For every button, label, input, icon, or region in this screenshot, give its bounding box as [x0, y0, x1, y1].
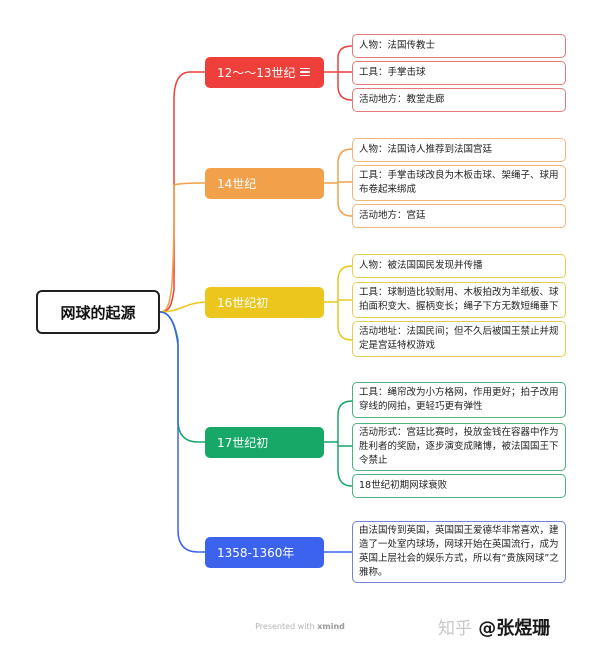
watermark-text: @张煜珊 — [478, 618, 551, 639]
leaf-yellow-person[interactable]: 人物：被法国国民发现并传播 — [352, 254, 566, 278]
leaf-green-activity[interactable]: 活动形式：宫廷比赛时，投放金钱在容器中作为胜利者的奖励，逐步演变成赌博，被法国国… — [352, 423, 566, 471]
branch-17-century[interactable]: 17世纪初 — [205, 427, 324, 458]
branch-label: 17世纪初 — [217, 436, 269, 450]
branch-label: 1358-1360年 — [217, 546, 295, 560]
leaf-blue-england[interactable]: 由法国传到英国，英国国王爱德华非常喜欢，建造了一处室内球场，网球开始在英国流行，… — [352, 521, 566, 583]
branch-label: 14世纪 — [217, 177, 257, 191]
branch-16-century[interactable]: 16世纪初 — [205, 287, 324, 318]
root-topic[interactable]: 网球的起源 — [36, 290, 160, 334]
leaf-yellow-tool[interactable]: 工具：球制造比较耐用、木板拍改为羊纸板、球拍面积变大、握柄变长；绳子下方无数短绳… — [352, 282, 566, 318]
leaf-orange-place[interactable]: 活动地方：宫廷 — [352, 204, 566, 228]
leaf-green-tool[interactable]: 工具：绳帘改为小方格网，作用更好；拍子改用穿线的网拍，更轻巧更有弹性 — [352, 382, 566, 418]
branch-1358-1360[interactable]: 1358-1360年 — [205, 537, 324, 568]
branch-label: 12～～13世纪 — [217, 66, 296, 80]
presented-with-footer: Presented with xmind — [0, 622, 600, 631]
leaf-red-person[interactable]: 人物：法国传教士 — [352, 34, 566, 58]
leaf-orange-tool[interactable]: 工具：手掌击球改良为木板击球、架绳子、球用布卷起来绑成 — [352, 165, 566, 201]
leaf-red-place[interactable]: 活动地方：教堂走廊 — [352, 88, 566, 112]
leaf-red-tool[interactable]: 工具：手掌击球 — [352, 61, 566, 85]
branch-14-century[interactable]: 14世纪 — [205, 168, 324, 199]
branch-label: 16世纪初 — [217, 296, 269, 310]
branch-12-13-century[interactable]: 12～～13世纪 — [205, 57, 324, 88]
leaf-yellow-place[interactable]: 活动地址：法国民间；但不久后被国王禁止并规定是宫廷特权游戏 — [352, 321, 566, 357]
watermark-zh: 知乎 — [438, 619, 472, 639]
leaf-orange-person[interactable]: 人物：法国诗人推荐到法国宫廷 — [352, 138, 566, 162]
leaf-green-decline[interactable]: 18世纪初期网球衰败 — [352, 474, 566, 498]
watermark: 知乎 @张煜珊 — [438, 614, 550, 640]
footer-prefix: Presented with — [255, 622, 315, 631]
menu-icon[interactable] — [300, 68, 310, 76]
xmind-brand: xmind — [317, 622, 345, 631]
